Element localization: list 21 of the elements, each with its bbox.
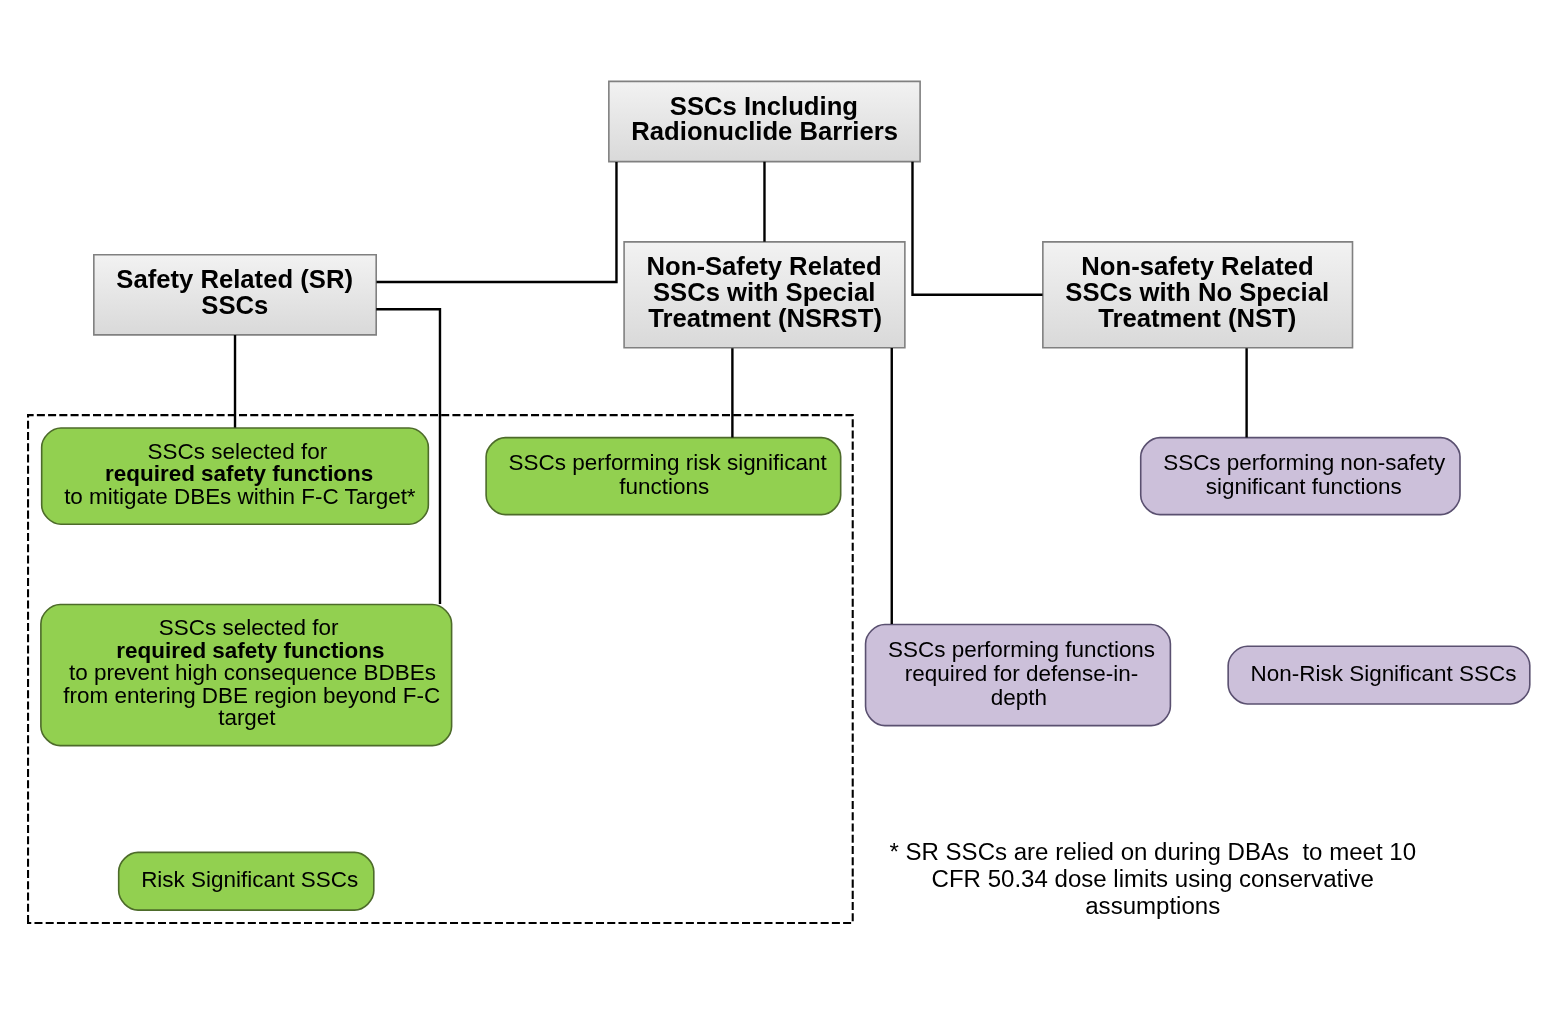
- connector: [233, 334, 237, 428]
- label: * SR SSCs are relied on during DBAs to meet 10 CFR 50.34 dose limits using conservative assumptions: [889, 837, 1417, 919]
- connector: [1245, 347, 1248, 437]
- node-box: SSCs selected for required safety functions to mitigate DBEs within F-C Target*: [40, 426, 430, 525]
- node-box: SSCs performing non-safety significant functions: [1139, 436, 1461, 515]
- node-box: SSCs performing functions required for defense-in-depth: [864, 623, 1172, 726]
- node-box: SSCs selected for required safety functions to prevent high consequence BDBEs from entering DBE region beyond F-C target: [40, 603, 453, 746]
- node-box: Non-Risk Significant SSCs: [1227, 644, 1531, 705]
- node-box: Safety Related (SR) SSCs: [93, 253, 377, 336]
- connector: [731, 347, 734, 437]
- connector: [376, 307, 442, 604]
- connector: [890, 347, 893, 624]
- connector: [911, 161, 1043, 296]
- node-box: Non-safety Related SSCs with No Special Treatment (NST): [1042, 240, 1354, 349]
- cluster: [27, 413, 854, 924]
- node-box: Non-Safety Related SSCs with Special Treatment (NSRST): [623, 240, 906, 349]
- connector: [763, 161, 766, 242]
- node-box: SSCs performing risk significant functions: [485, 436, 842, 515]
- node-box: Risk Significant SSCs: [117, 851, 375, 911]
- connector: [376, 161, 618, 283]
- node-box: SSCs Including Radionuclide Barriers: [608, 80, 921, 162]
